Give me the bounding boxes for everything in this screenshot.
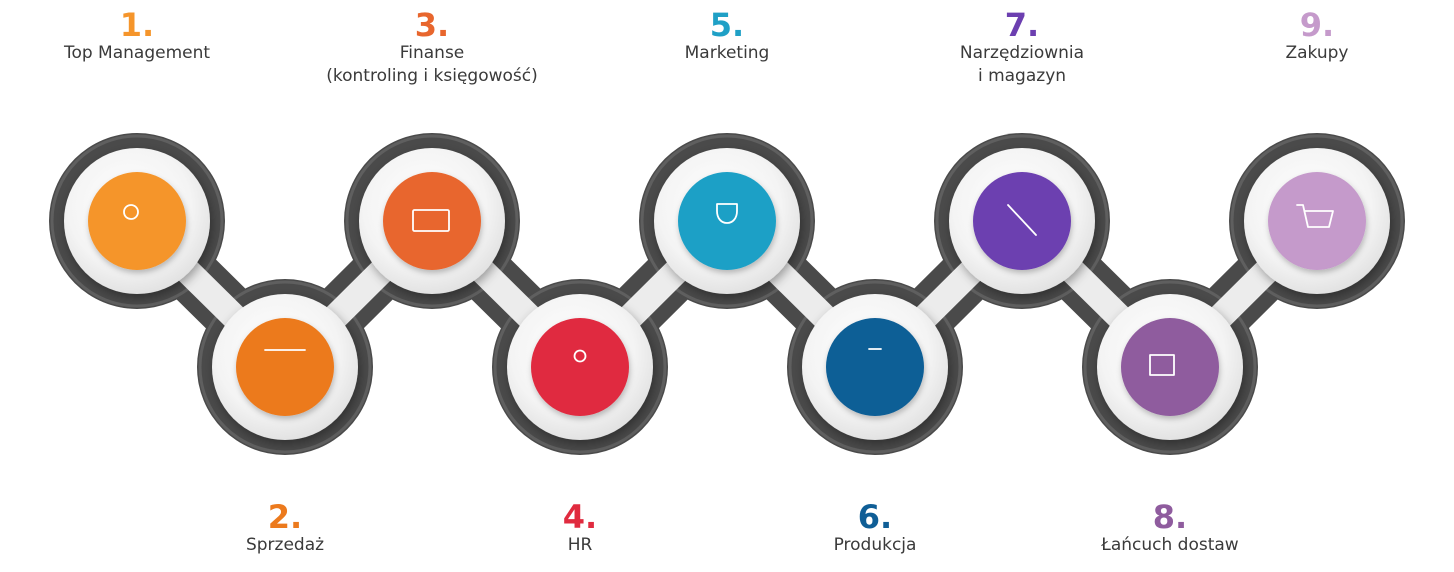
step-title: HR	[567, 535, 593, 555]
step-number: 6.	[857, 498, 893, 536]
step-title: Finanse (kontroling i księgowość)	[326, 43, 538, 86]
dark-ring-highlight-8	[1083, 280, 1257, 454]
step-number: 1.	[119, 6, 155, 44]
step-label-5: 5.Marketing	[577, 8, 877, 65]
step-number: 8.	[1152, 498, 1188, 536]
disc-circle-8	[1121, 318, 1219, 416]
step-label-2: 2.Sprzedaż	[135, 500, 435, 557]
step-title: Zakupy	[1285, 43, 1349, 63]
step-number: 3.	[414, 6, 450, 44]
step-disc-5	[678, 172, 776, 270]
disc-circle-1	[88, 172, 186, 270]
step-title: Produkcja	[833, 535, 917, 555]
cart-icon	[1296, 204, 1334, 228]
step-disc-1	[88, 172, 186, 270]
step-title: Narzędziownia i magazyn	[959, 43, 1085, 86]
step-label-6: 6.Produkcja	[725, 500, 1025, 557]
dark-ring-highlight-9	[1230, 134, 1404, 308]
disc-circle-4	[531, 318, 629, 416]
dark-ring-highlight-7	[935, 134, 1109, 308]
step-label-7: 7.Narzędziownia i magazyn	[872, 8, 1172, 88]
disc-circle-3	[383, 172, 481, 270]
dark-ring-highlight-4	[493, 280, 667, 454]
step-discs	[88, 172, 1366, 416]
step-title: Sprzedaż	[245, 535, 325, 555]
step-number: 9.	[1299, 6, 1335, 44]
step-label-3: 3.Finanse (kontroling i księgowość)	[282, 8, 582, 88]
dark-ring-highlight-6	[788, 280, 962, 454]
dark-ring-highlight-3	[345, 134, 519, 308]
step-disc-2	[236, 318, 334, 416]
disc-circle-6	[826, 318, 924, 416]
dark-ring-highlight-1	[50, 134, 224, 308]
step-label-4: 4.HR	[430, 500, 730, 557]
step-disc-9	[1268, 172, 1366, 270]
tools-icon	[1007, 204, 1037, 236]
step-label-1: 1.Top Management	[0, 8, 287, 65]
step-label-8: 8.Łańcuch dostaw	[1020, 500, 1320, 557]
step-disc-6	[826, 318, 924, 416]
step-title: Łańcuch dostaw	[1101, 535, 1239, 555]
step-number: 5.	[709, 6, 745, 44]
trophy-icon	[716, 203, 738, 224]
step-label-9: 9.Zakupy	[1167, 8, 1454, 65]
disc-circle-9	[1268, 172, 1366, 270]
team-icon	[573, 349, 587, 363]
step-number: 4.	[562, 498, 598, 536]
disc-circle-2	[236, 318, 334, 416]
truck-icon	[1149, 354, 1175, 376]
users-icon	[123, 204, 139, 220]
step-disc-8	[1121, 318, 1219, 416]
step-disc-7	[973, 172, 1071, 270]
banknote-icon	[412, 209, 450, 232]
dark-ring-highlight-2	[198, 280, 372, 454]
step-disc-3	[383, 172, 481, 270]
step-title: Marketing	[684, 43, 770, 63]
dark-ring-highlight-5	[640, 134, 814, 308]
disc-circle-5	[678, 172, 776, 270]
step-number: 7.	[1004, 6, 1040, 44]
step-disc-4	[531, 318, 629, 416]
step-number: 2.	[267, 498, 303, 536]
step-title: Top Management	[63, 43, 211, 63]
